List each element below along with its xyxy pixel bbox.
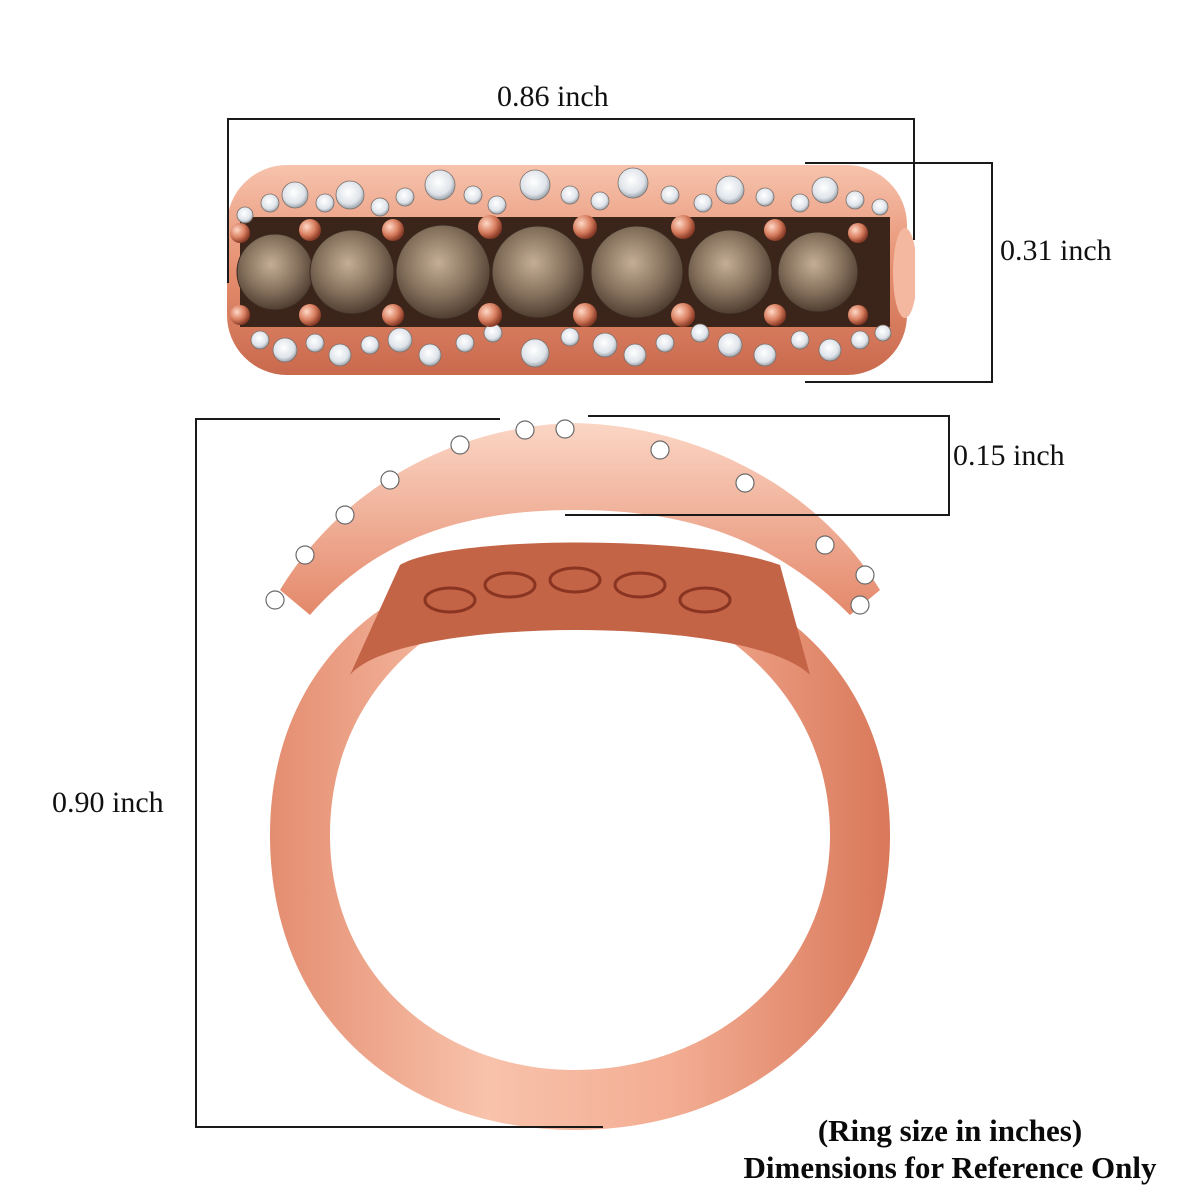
height-dimension-top-line bbox=[805, 162, 993, 164]
total-height-dimension-bottom-line bbox=[195, 1126, 603, 1128]
crown-dimension-label: 0.15 inch bbox=[953, 439, 1065, 472]
ring-top-view-illustration bbox=[227, 165, 915, 375]
crown-dimension-vertical bbox=[948, 415, 950, 516]
total-height-dimension-label: 0.90 inch bbox=[52, 786, 164, 819]
caption-reference-disclaimer: Dimensions for Reference Only bbox=[743, 1150, 1157, 1186]
width-dimension-line bbox=[227, 118, 915, 120]
width-dimension-label: 0.86 inch bbox=[497, 80, 609, 113]
height-dimension-label: 0.31 inch bbox=[1000, 234, 1112, 267]
crown-dimension-top-line bbox=[588, 415, 950, 417]
width-dimension-right-tick bbox=[913, 118, 915, 240]
caption-ring-size-note: (Ring size in inches) bbox=[817, 1113, 1083, 1148]
height-dimension-bottom-line bbox=[805, 381, 993, 383]
height-dimension-vertical bbox=[991, 162, 993, 383]
caption-block: (Ring size in inches) Dimensions for Ref… bbox=[700, 1112, 1200, 1186]
ring-side-view-illustration bbox=[265, 419, 890, 1130]
total-height-dimension-top-line bbox=[195, 418, 500, 420]
side-view-ring-image bbox=[250, 415, 900, 1135]
total-height-dimension-vertical bbox=[195, 418, 197, 1128]
width-dimension-left-tick bbox=[227, 118, 229, 283]
crown-dimension-bottom-line bbox=[565, 514, 950, 516]
top-view-ring-image bbox=[225, 155, 915, 385]
